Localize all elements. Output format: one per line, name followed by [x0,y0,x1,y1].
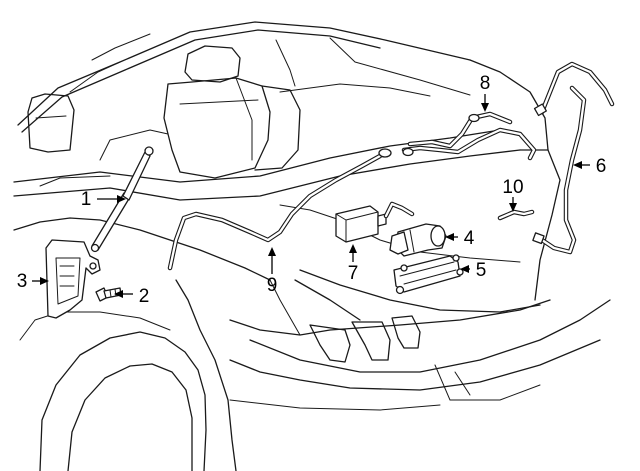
control-module [335,205,387,243]
hydraulic-hose-upper [401,111,537,161]
callout-3: 3 [17,271,49,292]
callout-4-number: 4 [464,228,475,249]
callout-4-arrowhead [445,233,454,241]
callout-6: 6 [573,156,606,177]
callout-3-number: 3 [17,271,28,292]
callout-4: 4 [445,228,475,249]
callout-6-number: 6 [596,156,607,177]
callout-2-arrowhead [114,290,123,298]
small-hose-tube [497,209,535,221]
hydraulic-hose-long [167,148,392,271]
wiring-harness [532,61,615,255]
callout-1: 1 [81,189,126,210]
callout-7: 7 [348,244,359,284]
hydraulic-pump-motor [383,201,447,257]
callout-9-number: 9 [267,275,278,296]
callout-7-arrowhead [349,244,357,253]
callout-2: 2 [114,286,149,307]
vehicle-body-outline [13,21,611,471]
callout-8-number: 8 [480,73,491,94]
callout-6-arrowhead [573,161,582,169]
callout-3-arrowhead [40,277,49,285]
callout-10: 10 [502,177,524,212]
callout-2-number: 2 [139,286,150,307]
callout-1-number: 1 [81,189,92,210]
callout-5-number: 5 [476,260,487,281]
callout-9: 9 [267,247,278,296]
callout-7-number: 7 [348,263,359,284]
callout-10-arrowhead [509,203,517,212]
callout-10-number: 10 [502,177,523,198]
top-mounting-bracket [45,239,101,319]
callout-8-arrowhead [481,103,489,112]
callout-1-arrowhead [117,195,126,203]
callout-9-arrowhead [268,247,276,256]
callout-8: 8 [480,73,491,112]
callout-5: 5 [460,260,486,281]
callout-5-arrowhead [460,265,469,273]
pump-reservoir-bracket [393,254,464,295]
lift-support-strut [90,146,154,253]
